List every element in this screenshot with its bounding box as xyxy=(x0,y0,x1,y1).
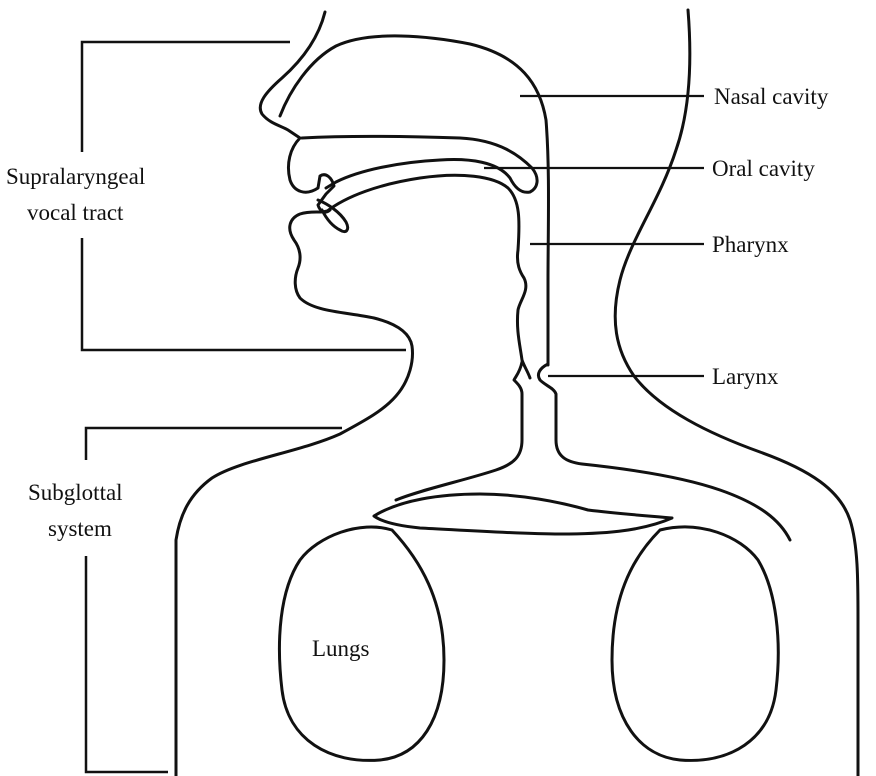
face-profile xyxy=(176,12,412,776)
label-lungs: Lungs xyxy=(312,636,370,661)
label-larynx: Larynx xyxy=(712,364,779,389)
label-subglottal-2: system xyxy=(48,516,112,541)
supralaryngeal-bracket xyxy=(82,42,290,152)
subglottal-bracket xyxy=(86,428,342,460)
larynx-left xyxy=(396,362,522,500)
right-lung xyxy=(612,527,778,760)
label-supralaryngeal-1: Supralaryngeal xyxy=(6,164,145,189)
lips xyxy=(318,200,348,232)
back-profile xyxy=(615,10,858,776)
label-subglottal-1: Subglottal xyxy=(28,480,123,505)
larynx-right xyxy=(538,364,790,540)
bronchial-top xyxy=(374,494,672,534)
label-pharynx: Pharynx xyxy=(712,232,789,257)
label-oral-cavity: Oral cavity xyxy=(712,156,815,181)
label-nasal-cavity: Nasal cavity xyxy=(714,84,829,109)
supralaryngeal-bracket-lower xyxy=(82,238,406,350)
label-supralaryngeal-2: vocal tract xyxy=(27,200,124,225)
subglottal-bracket-lower xyxy=(86,556,168,772)
tongue xyxy=(326,175,530,378)
